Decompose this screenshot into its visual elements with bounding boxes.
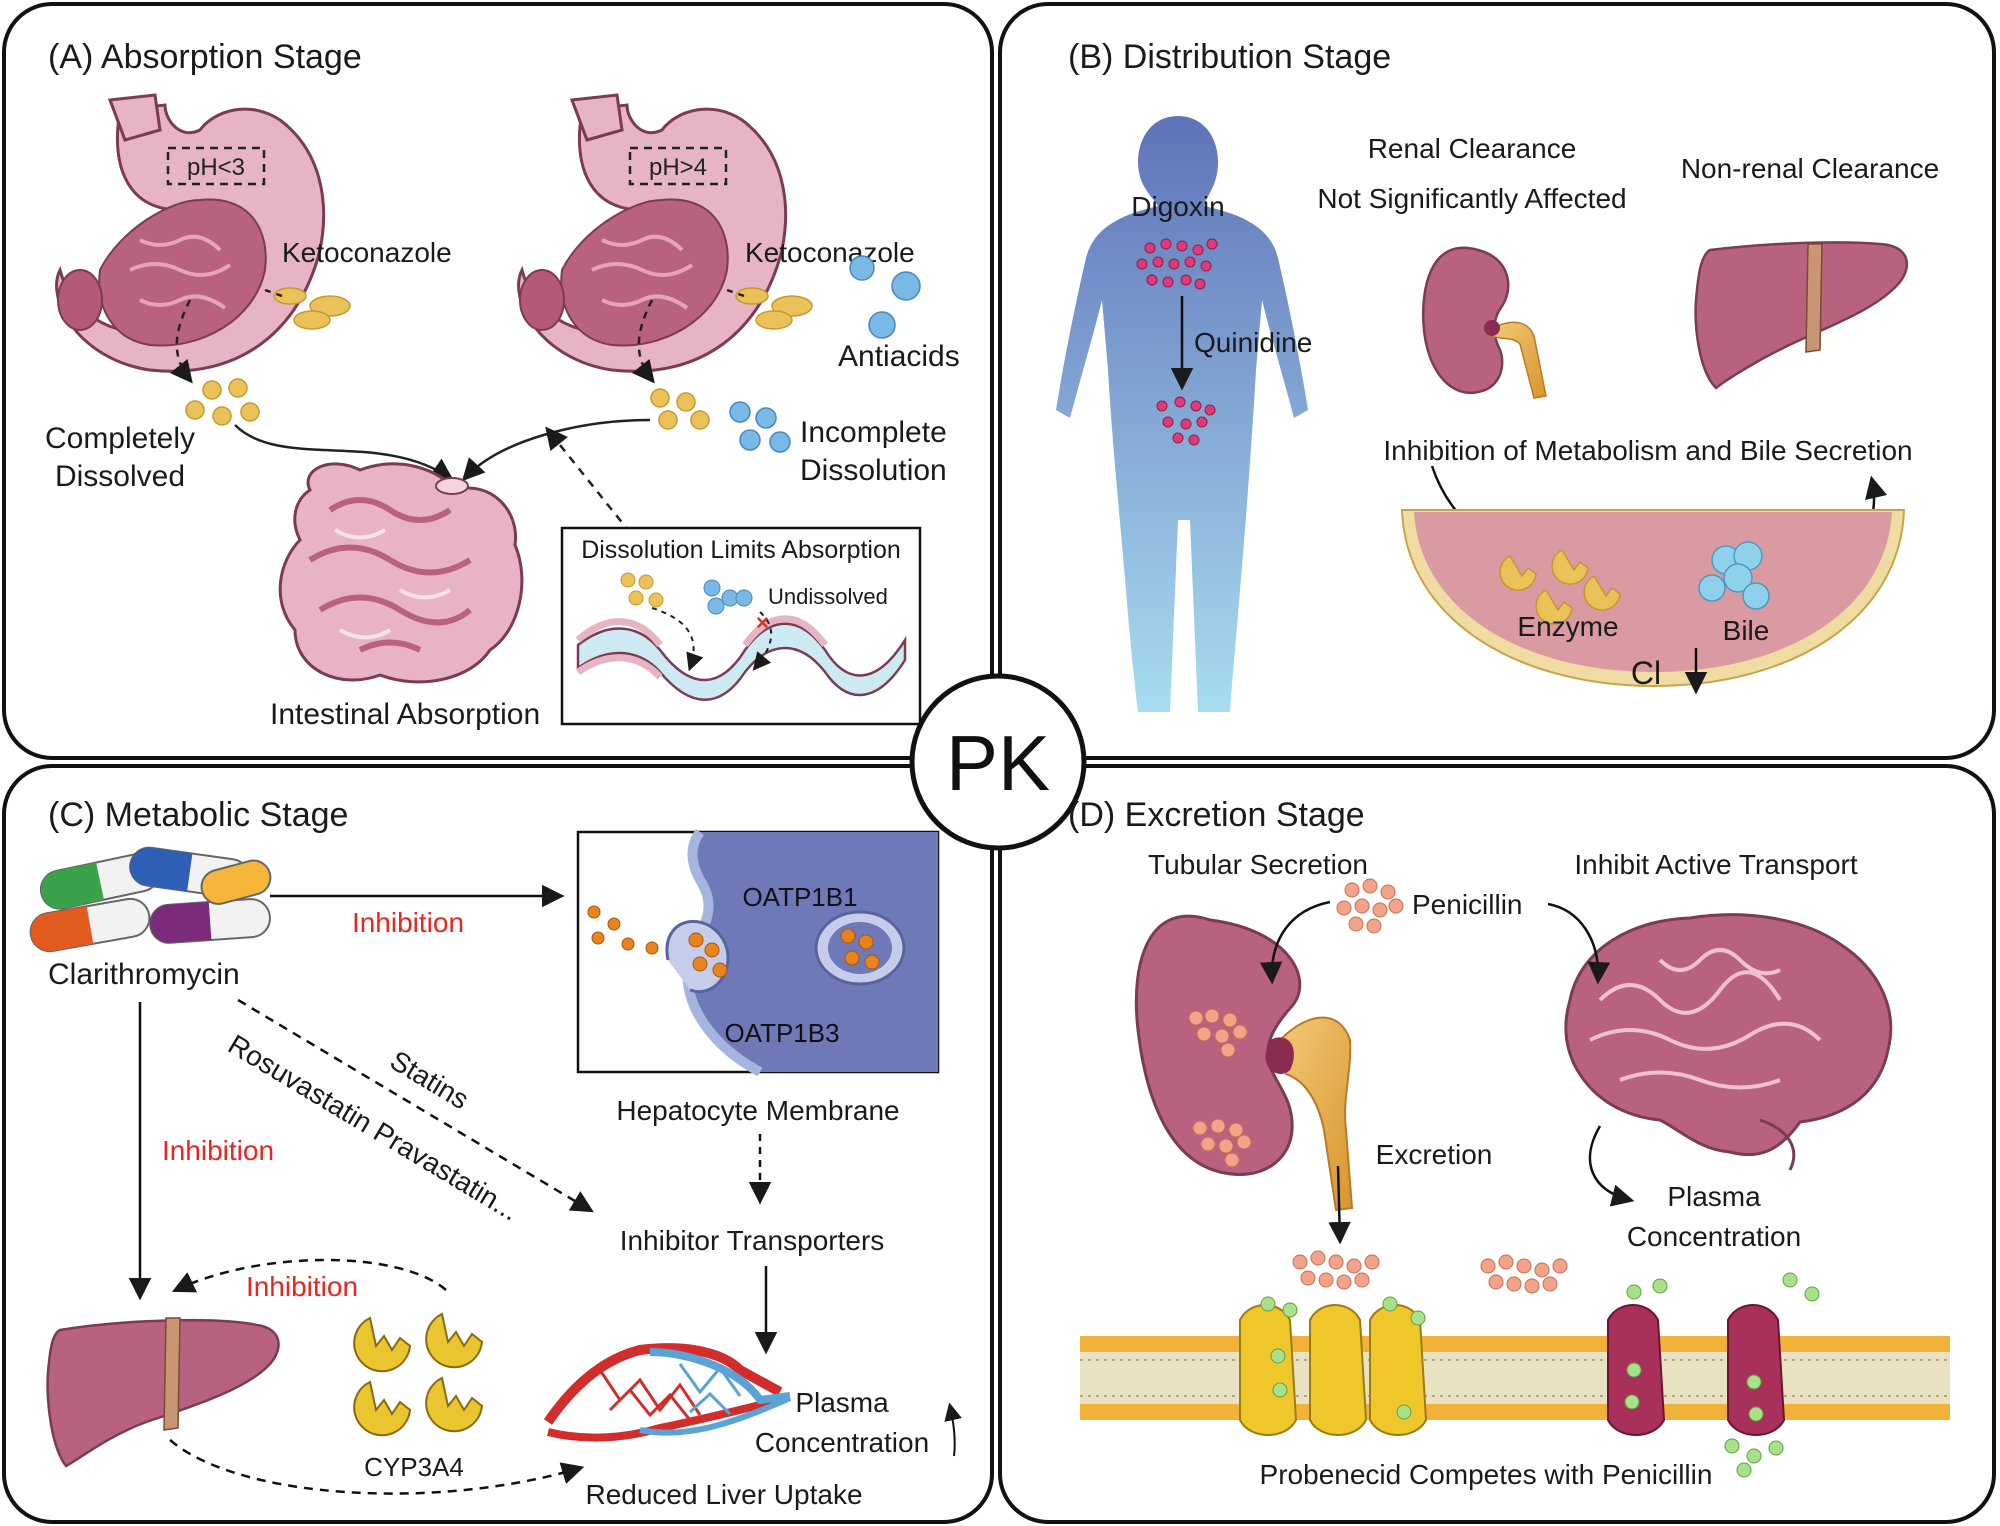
yellow-transporter-icon — [1239, 1304, 1428, 1436]
probenecid-label: Probenecid Competes with Penicillin — [1260, 1459, 1713, 1490]
inhibition-left-label: Inhibition — [162, 1135, 274, 1166]
digoxin-molecules-icon — [1136, 238, 1218, 290]
panel-a-title: (A) Absorption Stage — [48, 38, 362, 76]
ketoconazole-right-tablets-icon — [735, 287, 813, 330]
clearance-label: Cl — [1631, 655, 1661, 691]
panel-b-title: (B) Distribution Stage — [1068, 38, 1391, 76]
intestinal-absorption-label: Intestinal Absorption — [270, 698, 540, 731]
antacids-label: Antiacids — [838, 340, 960, 373]
antacid-spheres-icon — [849, 255, 921, 339]
incomplete-label-line2: Dissolution — [800, 454, 947, 487]
inhibit-active-transport-arrow — [1547, 902, 1611, 985]
renal-clearance-label-line1: Renal Clearance — [1368, 133, 1577, 164]
renal-clearance-label-line2: Not Significantly Affected — [1317, 183, 1626, 214]
penicillin-particles-icon — [1336, 878, 1404, 934]
inset-to-intestine-dashed-arrow — [545, 426, 641, 546]
enzyme-label: Enzyme — [1517, 611, 1618, 642]
bile-label: Bile — [1723, 615, 1770, 646]
blocked-x-icon: × — [756, 610, 769, 635]
inhibition-liver-label: Inhibition — [246, 1271, 358, 1302]
completely-label-line2: Dissolved — [55, 460, 185, 493]
incomplete-particles-icon — [650, 388, 791, 453]
intestine-icon — [278, 462, 524, 684]
plasma-label-line1: Plasma — [795, 1387, 889, 1418]
membrane-penicillin-particles-icon — [1292, 1250, 1568, 1294]
reduced-uptake-label: Reduced Liver Uptake — [585, 1479, 862, 1510]
incomplete-to-intestine-arrow — [461, 418, 651, 482]
ph-low-box — [166, 146, 266, 186]
clarithromycin-label: Clarithromycin — [48, 958, 240, 991]
dissolved-to-intestine-arrow — [234, 424, 454, 481]
stomach-left-dashed-link — [264, 288, 283, 298]
probenecid-particles-icon — [1260, 1272, 1820, 1478]
penicillin-label: Penicillin — [1412, 889, 1523, 920]
inset-title: Dissolution Limits Absorption — [581, 536, 901, 564]
plasma-d-label-line1: Plasma — [1667, 1181, 1761, 1212]
excretion-label: Excretion — [1376, 1139, 1493, 1170]
human-body-icon — [1056, 116, 1308, 712]
cell-membrane-icon — [1080, 1336, 1950, 1420]
stomach-right-icon: pH>4 — [517, 93, 788, 373]
inhibit-active-transport-label: Inhibit Active Transport — [1574, 849, 1857, 880]
ketoconazole-right-label: Ketoconazole — [745, 237, 915, 268]
hepatocyte-membrane-box — [576, 828, 940, 1077]
hepatocyte-membrane-label: Hepatocyte Membrane — [616, 1095, 899, 1126]
inhibitor-transporters-label: Inhibitor Transporters — [620, 1225, 885, 1256]
hepatocyte-bowl — [1400, 509, 1906, 688]
dissolution-inset: Dissolution Limits Absorption Undissolve… — [560, 526, 922, 726]
digoxin-reduced-molecules-icon — [1156, 396, 1216, 446]
kidney-d-icon — [1134, 914, 1354, 1212]
cyp-inhibition-dashed-arrow — [171, 1258, 447, 1293]
inhibition-metabolism-label: Inhibition of Metabolism and Bile Secret… — [1383, 435, 1912, 466]
penicillin-to-kidney-arrow — [1259, 900, 1331, 985]
orange-particles-icon — [587, 905, 880, 978]
oatp1b1-label: OATP1B1 — [742, 882, 857, 912]
plasma-label-line2: Concentration — [755, 1427, 929, 1458]
blood-vessel-network-icon — [543, 1343, 792, 1442]
stomach-left-down-arrow — [169, 299, 193, 384]
brain-icon — [1564, 913, 1893, 1171]
stomach-right-down-arrow — [631, 299, 655, 384]
ph-high-label: pH>4 — [649, 154, 707, 181]
plasma-up-arrow — [944, 1402, 962, 1457]
statins-dashed-line-1 — [237, 998, 594, 1213]
stomach-right-dashed-link — [726, 288, 745, 298]
nonrenal-clearance-label: Non-renal Clearance — [1681, 153, 1939, 184]
digoxin-label: Digoxin — [1131, 191, 1224, 222]
completely-label-line1: Completely — [45, 422, 195, 455]
ketoconazole-left-tablets-icon — [273, 287, 351, 330]
plasma-concentration-arrow — [1588, 1125, 1635, 1207]
liver-icon — [1694, 241, 1909, 390]
clarithromycin-capsules-icon — [29, 846, 272, 953]
bile-icon — [1698, 541, 1770, 610]
excretion-arrow — [1328, 1165, 1351, 1245]
plasma-d-label-line2: Concentration — [1627, 1221, 1801, 1252]
enzyme-icon — [1499, 549, 1621, 625]
pk-center-circle — [909, 673, 1087, 851]
ph-high-box — [628, 146, 728, 186]
tubular-secretion-label: Tubular Secretion — [1148, 849, 1368, 880]
ketoconazole-left-label: Ketoconazole — [282, 237, 452, 268]
panel-c-title: (C) Metabolic Stage — [48, 796, 348, 834]
cyp3a4-label: CYP3A4 — [364, 1452, 464, 1482]
panel-d-title: (D) Excretion Stage — [1068, 796, 1365, 834]
pk-center-label: PK — [946, 719, 1050, 807]
undissolved-label: Undissolved — [768, 584, 888, 609]
dissolved-particles-icon — [185, 378, 260, 426]
incomplete-label-line1: Incomplete — [800, 416, 947, 449]
liver-c-icon — [46, 1317, 280, 1468]
oatp1b3-label: OATP1B3 — [724, 1018, 839, 1048]
inhibition-top-label: Inhibition — [352, 907, 464, 938]
kidney-icon — [1421, 246, 1547, 399]
cyp3a4-enzyme-icon — [353, 1312, 484, 1437]
ph-low-label: pH<3 — [187, 154, 245, 181]
stomach-left-icon: pH<3 — [55, 93, 326, 373]
quinidine-label: Quinidine — [1194, 327, 1312, 358]
